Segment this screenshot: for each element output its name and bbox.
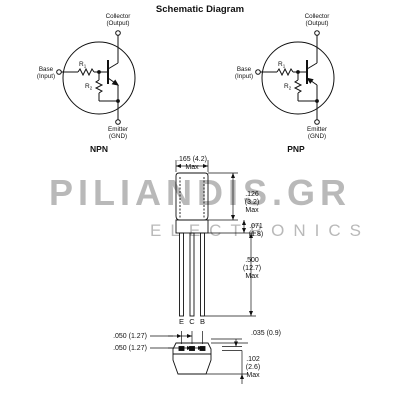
dim-depth-in: .102 [246, 356, 260, 363]
npn-emitter-terminal [115, 119, 121, 125]
npn-base-sub: (Input) [37, 73, 55, 80]
bottom-dimension-lines [150, 331, 248, 384]
npn-collector-label: Collector [106, 13, 131, 20]
package-outline [175, 172, 209, 317]
pnp-emitter-sub: (GND) [308, 133, 326, 140]
pnp-emitter-label: Emitter [307, 126, 327, 133]
npn-collector-diag [107, 62, 119, 70]
npn-collector-sub: (Output) [106, 20, 129, 27]
dim-lead-length-max: Max [245, 273, 259, 280]
npn-schematic [56, 30, 136, 125]
dim-shoulder-in: .071 [249, 223, 263, 230]
npn-emitter-sub: (GND) [109, 133, 127, 140]
npn-collector-terminal [115, 30, 121, 36]
watermark-sub: ELECTRONICS [150, 221, 370, 240]
pnp-type-label: PNP [287, 144, 305, 154]
lead-b [200, 232, 205, 317]
npn-emitter-arrow [111, 79, 120, 86]
pnp-labels: Collector (Output) Base (Input) Emitter … [235, 13, 330, 154]
watermark-main: PILIANDIS.GR [49, 172, 351, 213]
pnp-base-terminal [255, 69, 261, 75]
npn-emitter-label: Emitter [108, 126, 128, 133]
dim-pitch-1: .050 (1.27) [113, 333, 147, 340]
pnp-r1-resistor [276, 67, 294, 77]
pin-label-e: E [179, 317, 184, 326]
npn-package-circle [62, 41, 136, 115]
bottom-lead-e [178, 346, 185, 351]
npn-r2-label: R2 [85, 83, 93, 91]
pin-label-b: B [200, 317, 205, 326]
watermark: PILIANDIS.GR ELECTRONICS [49, 172, 370, 240]
dim-lead-length-in: .500 [245, 257, 259, 264]
pnp-package-circle [261, 41, 335, 115]
dim-depth-mm: (2.6) [246, 364, 260, 371]
npn-r2-resistor [94, 79, 104, 94]
pnp-schematic [255, 30, 335, 125]
pnp-collector-terminal [314, 30, 320, 36]
lead-e [179, 232, 184, 317]
page-title: Schematic Diagram [156, 4, 244, 15]
npn-type-label: NPN [90, 144, 108, 154]
pnp-collector-sub: (Output) [305, 20, 328, 27]
npn-r1-label: R1 [79, 61, 87, 69]
bottom-dimension-labels: .050 (1.27) .050 (1.27) .035 (0.9) .102 … [113, 330, 281, 379]
pnp-collector-diag [306, 62, 318, 70]
dim-top-height-mm: (3.2) [245, 199, 259, 206]
dimension-lines [175, 160, 256, 317]
pnp-r1-label: R1 [278, 61, 286, 69]
npn-emitter-dot [116, 99, 120, 103]
pnp-emitter-arrow [306, 77, 314, 84]
dim-shoulder-mm: (1.8) [249, 231, 263, 238]
pnp-base-sub: (Input) [235, 73, 253, 80]
dim-top-height-in: .126 [245, 191, 259, 198]
dim-top-height-max: Max [245, 207, 259, 214]
npn-base-terminal [56, 69, 62, 75]
pin-label-c: C [189, 317, 195, 326]
lead-c [189, 232, 195, 317]
pnp-collector-label: Collector [305, 13, 330, 20]
npn-labels: Collector (Output) Base (Input) Emitter … [37, 13, 131, 154]
package-body [175, 172, 209, 221]
dimension-labels: .165 (4.2) Max .126 (3.2) Max .071 (1.8)… [177, 156, 263, 280]
pnp-emitter-terminal [314, 119, 320, 125]
npn-base-label: Base [39, 66, 54, 73]
dim-depth-max: Max [246, 372, 260, 379]
pnp-base-label: Base [237, 66, 252, 73]
dim-body-width-max: Max [185, 164, 199, 171]
pin-labels: E C B [179, 317, 205, 326]
dim-pitch-2: .050 (1.27) [113, 345, 147, 352]
dim-lead-thickness: .035 (0.9) [251, 330, 281, 337]
pnp-r2-label: R2 [284, 83, 292, 91]
pnp-r2-resistor [293, 79, 303, 94]
dim-body-width: .165 (4.2) [177, 156, 207, 163]
npn-r1-resistor [77, 67, 95, 77]
pnp-emitter-dot [315, 99, 319, 103]
dim-lead-length-mm: (12.7) [243, 265, 261, 272]
